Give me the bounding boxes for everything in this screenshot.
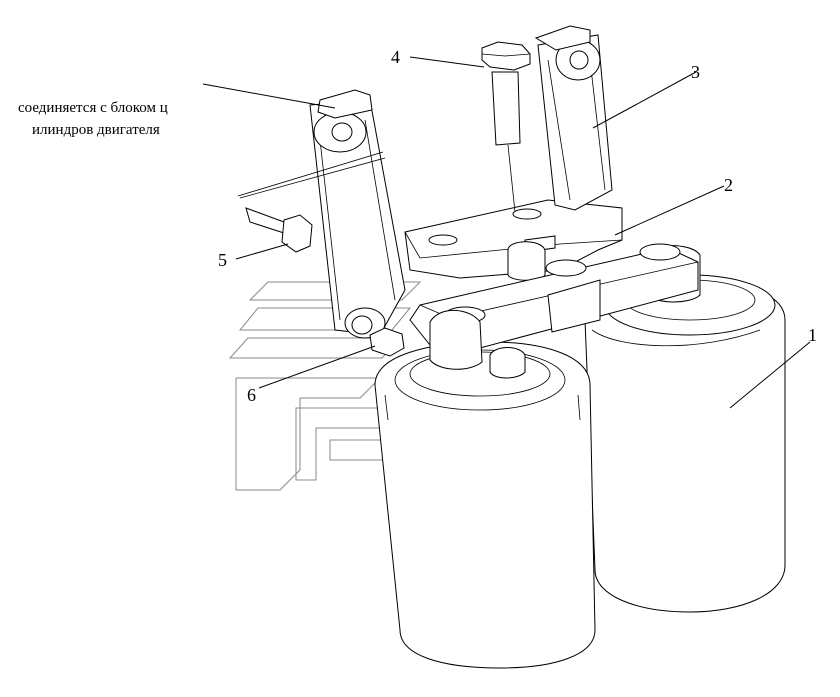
callout-4-leader [409,56,485,68]
callout-2-leader [614,185,725,236]
mounting-arm-left [309,89,406,339]
bracket-body [404,199,623,281]
mounting-arm-right [534,25,613,211]
note-leader-line [202,83,336,109]
cross-rail [409,243,699,379]
bolt-6 [369,327,405,357]
callout-1-label: 1 [808,325,817,345]
callout-2-label: 2 [724,175,733,195]
bolt-4 [481,41,531,213]
callout-5-leader [235,243,289,260]
filter-canister-left [374,341,596,669]
callout-5-label: 5 [218,250,227,270]
callout-6-label: 6 [247,385,256,405]
callout-3-leader [592,71,697,129]
bolt-5 [237,151,386,253]
callout-3-label: 3 [691,62,700,82]
callout-1-leader [729,341,811,409]
note-line-2: илиндров двигателя [32,122,160,138]
callout-6-leader [258,345,376,389]
callout-4-label: 4 [391,47,400,67]
note-line-1: соединяется с блоком ц [18,100,168,116]
